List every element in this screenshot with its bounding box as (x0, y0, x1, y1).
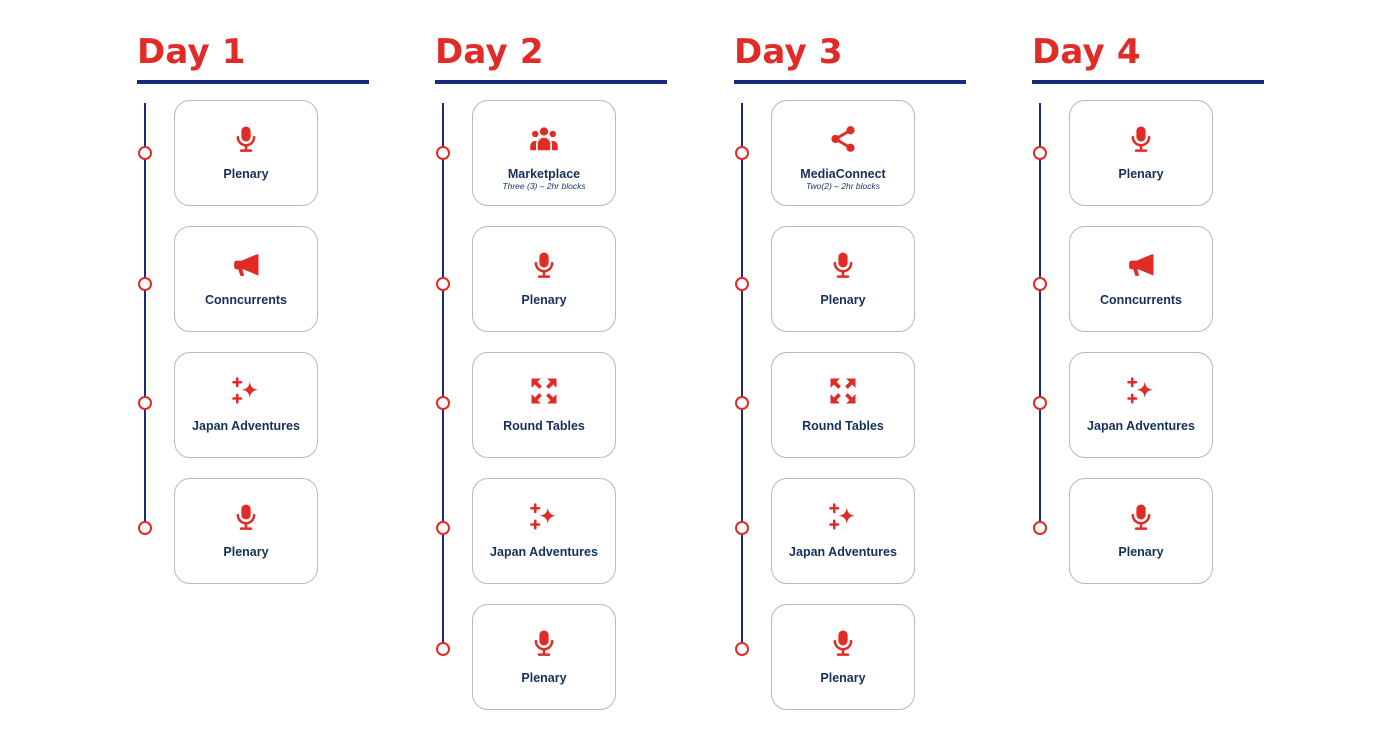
session-card[interactable]: Japan Adventures (1069, 352, 1213, 458)
session-label: Plenary (820, 671, 866, 685)
microphone-icon (772, 628, 914, 658)
session-subtitle: Two(2) – 2hr blocks (805, 181, 880, 191)
timeline-node (436, 521, 450, 535)
day-divider (734, 80, 966, 84)
session-card[interactable]: Conncurrents (174, 226, 318, 332)
timeline-node (138, 146, 152, 160)
session-card[interactable]: Japan Adventures (771, 478, 915, 584)
session-card[interactable]: Plenary (1069, 100, 1213, 206)
session-label: Conncurrents (1100, 293, 1182, 307)
timeline-node (735, 642, 749, 656)
timeline-line (741, 103, 743, 649)
sparkles-icon (772, 502, 914, 532)
timeline-node (138, 396, 152, 410)
session-card[interactable]: Conncurrents (1069, 226, 1213, 332)
session-card[interactable]: Japan Adventures (174, 352, 318, 458)
microphone-icon (473, 628, 615, 658)
session-card[interactable]: Plenary (174, 478, 318, 584)
session-label: MediaConnect (800, 167, 886, 181)
timeline-node (436, 146, 450, 160)
microphone-icon (1070, 124, 1212, 154)
day-title: Day 2 (435, 32, 544, 72)
day-divider (137, 80, 369, 84)
session-label: Japan Adventures (490, 545, 598, 559)
session-label: Japan Adventures (789, 545, 897, 559)
timeline-node (1033, 277, 1047, 291)
microphone-icon (175, 124, 317, 154)
timeline-node (138, 277, 152, 291)
megaphone-icon (1070, 250, 1212, 280)
microphone-icon (1070, 502, 1212, 532)
timeline-node (1033, 146, 1047, 160)
session-card[interactable]: Plenary (174, 100, 318, 206)
session-card[interactable]: Plenary (472, 226, 616, 332)
timeline-node (138, 521, 152, 535)
timeline-node (1033, 396, 1047, 410)
expand-arrows-icon (772, 376, 914, 406)
day-title: Day 3 (734, 32, 843, 72)
session-label: Plenary (223, 545, 269, 559)
day-title: Day 4 (1032, 32, 1141, 72)
session-card[interactable]: Round Tables (472, 352, 616, 458)
session-label: Plenary (1118, 167, 1164, 181)
share-icon (772, 124, 914, 154)
timeline-node (436, 277, 450, 291)
session-label: Round Tables (802, 419, 884, 433)
day-divider (435, 80, 667, 84)
session-subtitle: Three (3) – 2hr blocks (502, 181, 586, 191)
timeline-node (436, 396, 450, 410)
session-label: Plenary (1118, 545, 1164, 559)
expand-arrows-icon (473, 376, 615, 406)
session-card[interactable]: Plenary (771, 226, 915, 332)
session-label: Round Tables (503, 419, 585, 433)
timeline-line (144, 103, 146, 528)
session-label: Plenary (820, 293, 866, 307)
microphone-icon (473, 250, 615, 280)
timeline-line (1039, 103, 1041, 528)
session-card[interactable]: Plenary (1069, 478, 1213, 584)
session-label: Plenary (521, 671, 567, 685)
microphone-icon (175, 502, 317, 532)
timeline-node (436, 642, 450, 656)
day-title: Day 1 (137, 32, 246, 72)
session-card[interactable]: Plenary (771, 604, 915, 710)
session-label: Plenary (521, 293, 567, 307)
session-label: Japan Adventures (1087, 419, 1195, 433)
timeline-node (735, 521, 749, 535)
megaphone-icon (175, 250, 317, 280)
sparkles-icon (175, 376, 317, 406)
session-label: Marketplace (507, 167, 581, 181)
people-group-icon (473, 124, 615, 154)
sparkles-icon (1070, 376, 1212, 406)
session-label: Plenary (223, 167, 269, 181)
microphone-icon (772, 250, 914, 280)
day-divider (1032, 80, 1264, 84)
timeline-node (735, 146, 749, 160)
session-card[interactable]: Round Tables (771, 352, 915, 458)
timeline-node (1033, 521, 1047, 535)
session-label: Conncurrents (205, 293, 287, 307)
session-card[interactable]: Japan Adventures (472, 478, 616, 584)
session-card[interactable]: Plenary (472, 604, 616, 710)
sparkles-icon (473, 502, 615, 532)
timeline-line (442, 103, 444, 649)
session-label: Japan Adventures (192, 419, 300, 433)
timeline-node (735, 396, 749, 410)
timeline-node (735, 277, 749, 291)
